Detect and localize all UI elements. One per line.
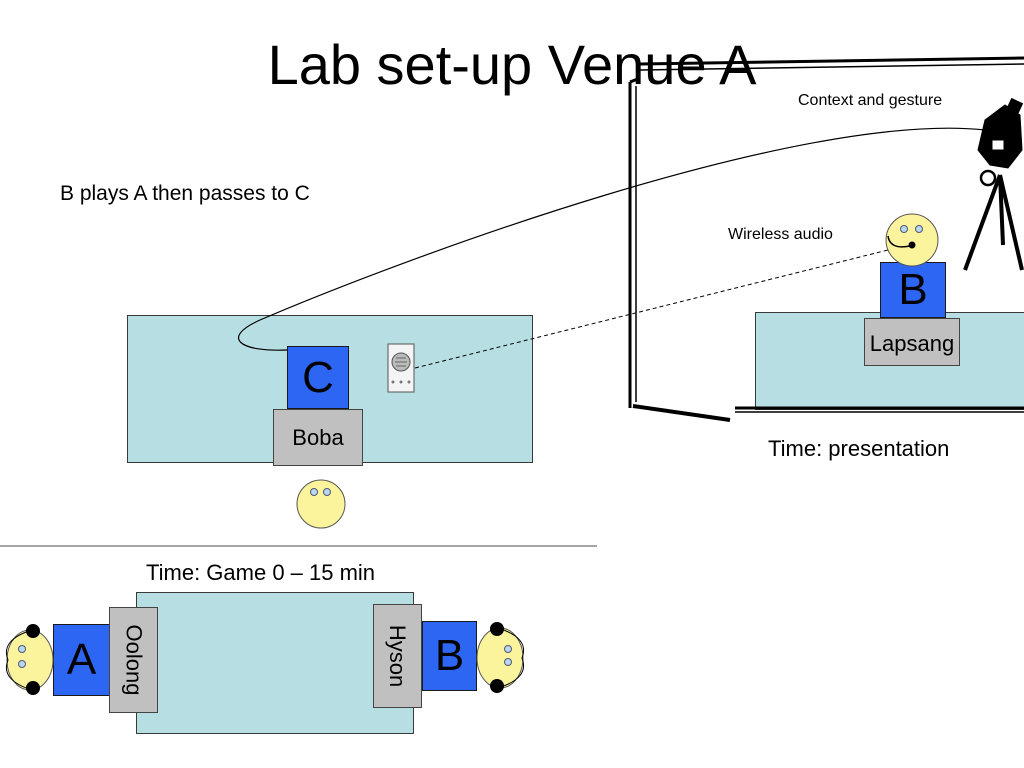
lapsang-block: Lapsang bbox=[864, 318, 960, 366]
speaker-icon bbox=[387, 343, 415, 393]
player-c-label: C bbox=[302, 352, 334, 402]
slide-subtitle: B plays A then passes to C bbox=[60, 182, 310, 205]
camera-cable bbox=[238, 127, 986, 351]
player-a-label: A bbox=[66, 635, 97, 684]
table-game bbox=[136, 592, 414, 734]
player-b-presentation-label: B bbox=[898, 265, 928, 314]
video-camera-icon bbox=[963, 97, 1024, 271]
player-c-block: C bbox=[287, 346, 349, 409]
face-icon bbox=[476, 622, 524, 693]
wireless-audio-link bbox=[414, 243, 913, 369]
player-b-game-block: B bbox=[422, 621, 477, 691]
oolong-block: Oolong bbox=[109, 607, 158, 713]
face-icon bbox=[6, 624, 54, 695]
player-b-presentation-block: B bbox=[880, 262, 946, 318]
time-game-label: Time: Game 0 – 15 min bbox=[146, 560, 376, 585]
boba-label: Boba bbox=[292, 424, 344, 450]
headset-face-icon bbox=[885, 213, 939, 267]
wireless-audio-label: Wireless audio bbox=[728, 226, 833, 243]
lapsang-label: Lapsang bbox=[869, 331, 955, 356]
context-and-gesture-label: Context and gesture bbox=[798, 92, 943, 109]
presentation-room-frame bbox=[628, 56, 1024, 422]
hyson-block: Hyson bbox=[373, 604, 422, 708]
face-icon bbox=[296, 479, 346, 529]
boba-block: Boba bbox=[273, 409, 363, 466]
player-b-game-label: B bbox=[434, 631, 465, 680]
time-presentation-label: Time: presentation bbox=[768, 436, 950, 461]
